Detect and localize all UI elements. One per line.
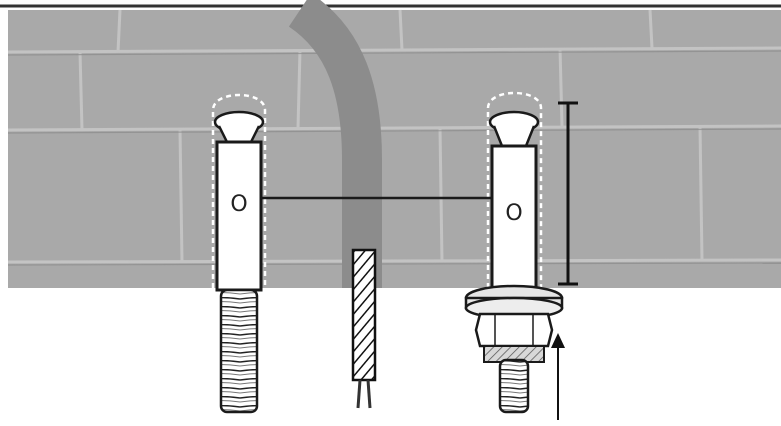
- anchor-right-thread: [498, 358, 530, 414]
- measure-bracket: [558, 101, 578, 286]
- pipe-channel: [288, 0, 382, 288]
- dashed-outline-left: [211, 93, 267, 288]
- wall: [7, 9, 781, 288]
- anchor-left-body: [215, 140, 263, 292]
- cable-sheath: [351, 248, 377, 382]
- pointer-arrow: [551, 333, 565, 420]
- cable: [351, 248, 377, 409]
- cable-wire-2: [366, 379, 372, 409]
- anchor-left: O: [213, 110, 265, 414]
- anchor-right-marker: O: [505, 201, 522, 226]
- anchor-left-marker: O: [230, 192, 247, 217]
- anchor-right-body: [490, 144, 538, 290]
- anchor-right: O: [464, 110, 564, 414]
- dashed-outline-right: [486, 91, 543, 288]
- cable-wire-1: [356, 379, 362, 409]
- hex-nut: [474, 312, 554, 348]
- anchor-left-thread: [219, 288, 259, 414]
